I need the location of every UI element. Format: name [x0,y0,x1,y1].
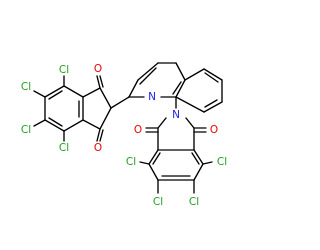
structure-canvas: Cl Cl Cl Cl O O N N O O Cl Cl Cl Cl [20,62,228,208]
nitrogen-atom-label-imide: N [172,109,180,121]
chlorine-atom-label: Cl [126,156,136,168]
molecule-drawing: Cl Cl Cl Cl O O N N O O Cl Cl Cl Cl [21,62,227,208]
quinoline-bonds [128,62,223,113]
chlorine-atom-label: Cl [217,156,227,168]
chlorine-atom-label: Cl [153,196,163,208]
chlorine-atom-label: Cl [21,81,31,93]
chlorine-atom-label: Cl [59,142,69,154]
chlorine-atom-label: Cl [21,124,31,136]
nitrogen-atom-label-quinoline: N [148,91,156,103]
chlorine-atom-label: Cl [59,64,69,76]
chlorine-atom-label: Cl [189,196,199,208]
oxygen-atom-label: O [210,124,218,136]
oxygen-atom-label: O [94,63,102,75]
phthalimide-bonds [139,117,213,194]
oxygen-atom-label: O [134,124,142,136]
indanedione-bonds [33,75,130,142]
oxygen-atom-label: O [94,142,102,154]
